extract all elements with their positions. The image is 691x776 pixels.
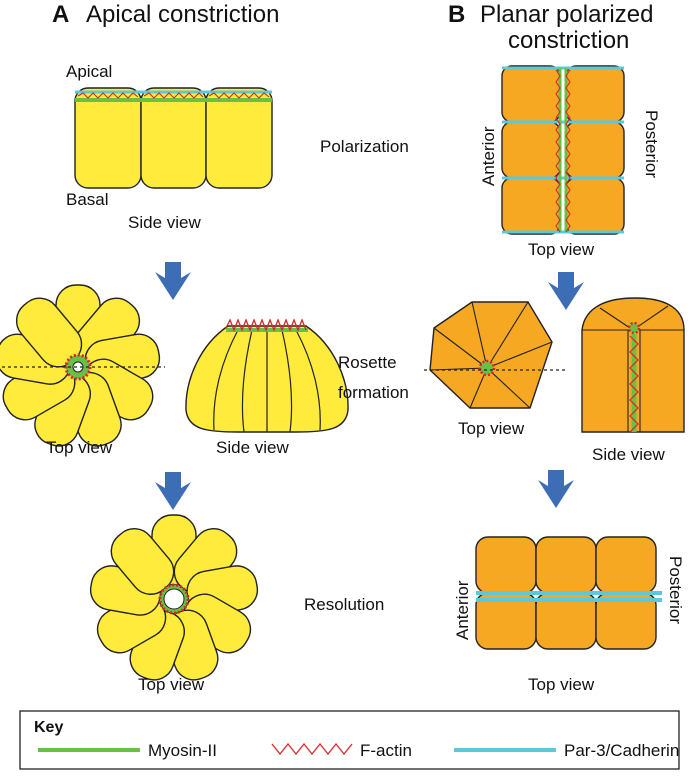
b-side-view-label-2: Side view (592, 445, 665, 464)
panel-b-title-line2: constriction (508, 27, 629, 54)
b-top-view-label-2: Top view (458, 419, 525, 438)
a-arrow-down-1 (155, 262, 191, 300)
a-arrow-down-2 (155, 472, 191, 510)
panel-a-title: Apical constriction (86, 1, 279, 28)
b-arrow-down-2 (538, 470, 574, 508)
a-side-view-label-1: Side view (128, 213, 201, 232)
b-anterior-label-3: Anterior (453, 580, 472, 640)
panel-b-letter: B (448, 1, 465, 28)
b-polarized-top-view (501, 65, 625, 235)
b-top-view-label-1: Top view (528, 240, 595, 259)
b-anterior-label-1: Anterior (479, 126, 498, 186)
a-side-view-cells (74, 87, 273, 189)
b-top-view-label-3: Top view (528, 675, 595, 694)
a-factin-1 (77, 92, 139, 99)
panel-a-letter: A (52, 1, 69, 28)
a-cell-2 (140, 87, 207, 189)
a-rosette-side-view (185, 318, 349, 433)
b-posterior-label-3: Posterior (666, 556, 685, 624)
b-rosette-top-view (429, 301, 553, 409)
key-factin-label: F-actin (360, 741, 412, 760)
stage-resolution: Resolution (304, 595, 384, 614)
a-rosette-top-view (0, 284, 161, 447)
a-side-view-label-2: Side view (216, 438, 289, 457)
a-top-view-label-3: Top view (138, 675, 205, 694)
b-rosette-side-view (581, 297, 685, 433)
a-factin-3 (208, 92, 270, 99)
a-factin-2 (143, 92, 204, 99)
key-title: Key (34, 719, 63, 736)
a-top-view-label-2: Top view (46, 438, 113, 457)
a-cell-3 (205, 87, 273, 189)
key-factin-swatch (271, 742, 353, 756)
panel-b-title-line1: Planar polarized (480, 1, 653, 28)
stage-rosette-line1: Rosette (338, 353, 397, 372)
b-arrow-down-1 (548, 272, 584, 310)
stage-rosette-line2: formation (338, 383, 409, 402)
a-resolution-top-view (89, 514, 259, 681)
key-box: Key Myosin-II F-actin Par-3/Cadherin (19, 710, 680, 770)
apical-label: Apical (66, 62, 112, 81)
key-par3-label: Par-3/Cadherin (564, 741, 679, 760)
b-resolution-top-view (475, 536, 662, 650)
key-myosin-label: Myosin-II (148, 741, 217, 760)
b-posterior-label-1: Posterior (642, 110, 661, 178)
a-cell-1 (74, 87, 142, 189)
basal-label: Basal (66, 190, 109, 209)
stage-polarization: Polarization (320, 137, 409, 156)
